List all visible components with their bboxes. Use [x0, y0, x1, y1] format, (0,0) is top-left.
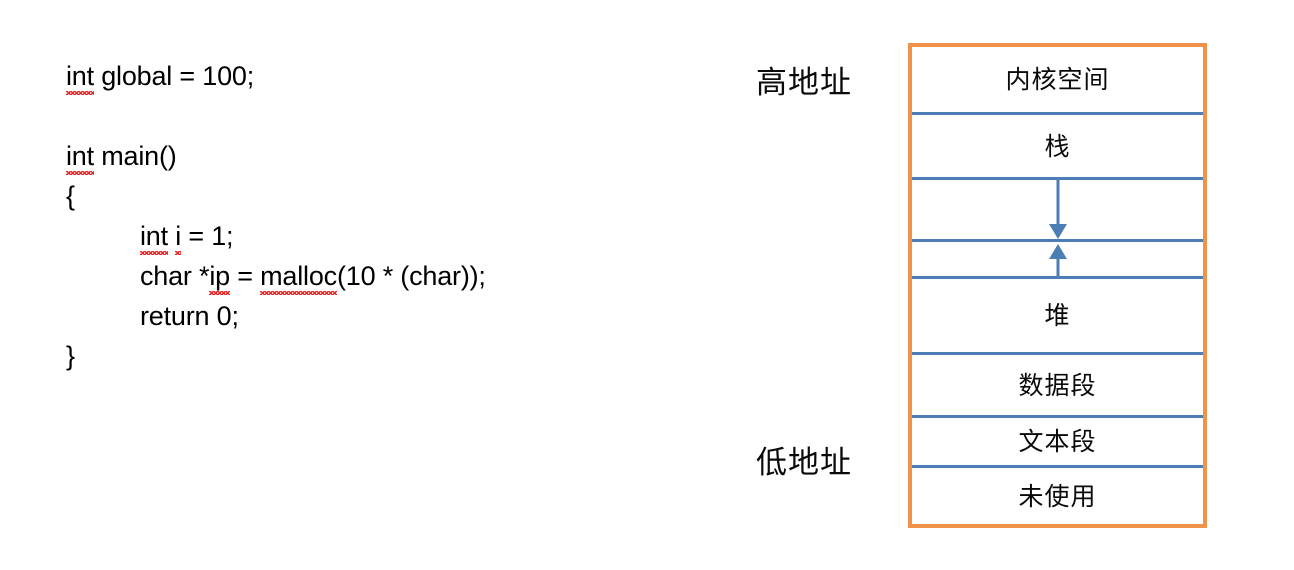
memory-segment-row: 栈 — [912, 112, 1203, 177]
memory-segment-label: 未使用 — [1018, 481, 1097, 511]
arrow-up-shaft — [1056, 253, 1059, 276]
code-listing: int global = 100; int main() { int i = 1… — [66, 56, 686, 376]
code-line: { — [66, 181, 75, 211]
spellcheck-underline: malloc — [260, 256, 337, 296]
spellcheck-underline: ip — [209, 256, 230, 296]
code-line: } — [66, 341, 75, 371]
memory-segment-label: 栈 — [1044, 131, 1071, 161]
code-line: char *ip = malloc(10 * (char)); — [66, 256, 686, 296]
code-line: int global = 100; — [66, 56, 686, 96]
memory-segment-row: 堆 — [912, 276, 1203, 352]
spellcheck-underline: int — [140, 216, 168, 256]
memory-segment-label: 数据段 — [1018, 370, 1097, 400]
memory-segment-row: 文本段 — [912, 415, 1203, 465]
low-address-label: 低地址 — [756, 445, 852, 481]
stack-growth-arrow-down — [912, 177, 1203, 239]
code-line: int main() — [66, 136, 686, 176]
spellcheck-underline: i — [175, 216, 181, 256]
code-line — [66, 96, 686, 136]
memory-segment-label: 内核空间 — [1005, 65, 1110, 94]
code-line: return 0; — [140, 301, 239, 331]
memory-segment-row: 内核空间 — [912, 47, 1203, 112]
memory-segment-label: 堆 — [1044, 301, 1071, 330]
spellcheck-underline: int — [66, 56, 94, 96]
code-line: int i = 1; — [66, 216, 686, 256]
arrow-down-icon — [1048, 224, 1067, 239]
memory-segment-label: 文本段 — [1018, 427, 1097, 456]
memory-segment-row: 未使用 — [912, 465, 1203, 524]
high-address-label: 高地址 — [756, 65, 852, 101]
memory-layout-diagram: 内核空间栈堆数据段文本段未使用 — [908, 43, 1207, 528]
arrow-up-icon — [1048, 244, 1067, 259]
heap-growth-arrow-up — [912, 239, 1203, 276]
memory-segment-row: 数据段 — [912, 352, 1203, 415]
spellcheck-underline: int — [66, 136, 94, 176]
arrow-down-shaft — [1056, 180, 1059, 228]
